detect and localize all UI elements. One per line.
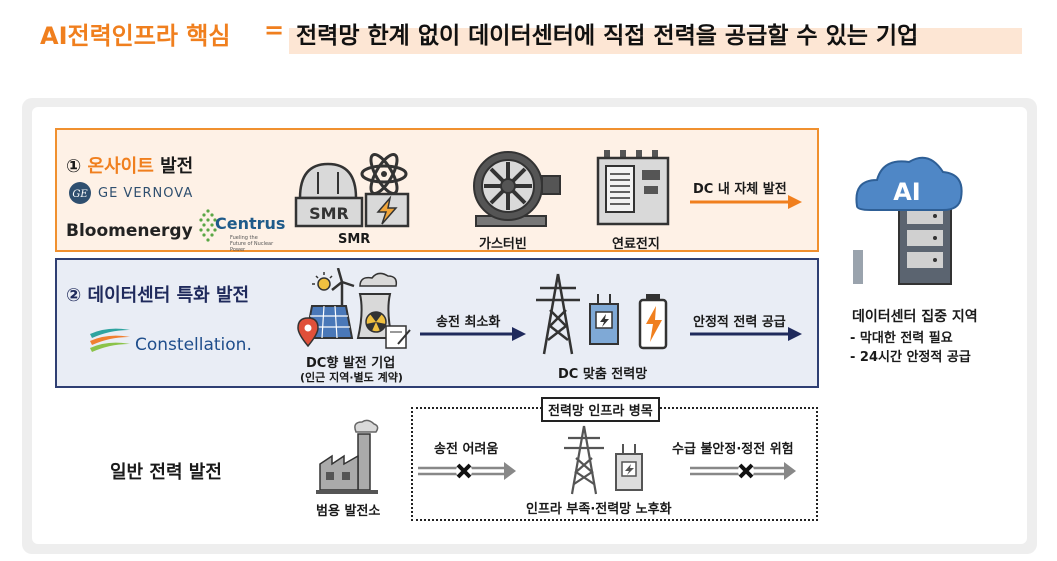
grid-bottleneck-tag: 전력망 인프라 병목 xyxy=(541,397,660,422)
onsite-arrow-icon xyxy=(690,195,802,209)
stable-supply-label: 안정적 전력 공급 xyxy=(693,315,786,330)
ai-datacenter-icon: AI xyxy=(853,156,963,285)
datacenter-bullet-2: - 24시간 안정적 공급 xyxy=(850,350,971,365)
fuel-cell-label: 연료전지 xyxy=(612,237,660,252)
supply-instability-label: 수급 불안정·정전 위험 xyxy=(672,442,794,457)
smr-icon-text: SMR xyxy=(309,204,349,223)
section1-number: ① xyxy=(66,156,82,177)
datacenter-bullet-1: - 막대한 전력 필요 xyxy=(850,331,953,346)
power-plant-icon xyxy=(316,419,379,494)
gas-turbine-label: 가스터빈 xyxy=(479,237,527,252)
section2-title: ② 데이터센터 특화 발전 xyxy=(66,285,250,306)
dc-generation-company-sublabel: (인근 지역·별도 계약) xyxy=(300,371,403,384)
infra-shortage-label: 인프라 부족·전력망 노후화 xyxy=(526,502,672,517)
power-plant-label: 범용 발전소 xyxy=(316,504,381,519)
transmission-difficulty-label: 송전 어려움 xyxy=(434,442,499,457)
dc-generation-company-icon xyxy=(297,268,411,349)
smr-label: SMR xyxy=(338,232,371,247)
transmission-minimize-label: 송전 최소화 xyxy=(436,315,501,330)
gas-turbine-icon xyxy=(473,151,561,227)
onsite-generation-box xyxy=(55,128,819,252)
ge-logo-icon: GE xyxy=(69,182,91,204)
ai-icon-text: AI xyxy=(893,178,921,206)
title-keyword: AI전력인프라 핵심 xyxy=(40,22,231,50)
blocked-supply-arrow-icon xyxy=(690,462,796,480)
svg-text:GE: GE xyxy=(72,189,88,200)
smr-reactor-icon: SMR xyxy=(294,153,410,228)
title-highlight-bar xyxy=(289,28,1022,54)
centrus-label: Centrus xyxy=(215,214,286,233)
onsite-arrow-label: DC 내 자체 발전 xyxy=(693,182,787,197)
datacenter-generation-box xyxy=(55,258,819,388)
section1-rest: 발전 xyxy=(160,156,194,177)
section3-title: 일반 전력 발전 xyxy=(110,462,222,483)
dc-grid-icon xyxy=(536,273,668,355)
datacenter-title: 데이터센터 집중 지역 xyxy=(852,309,978,325)
aging-grid-icon xyxy=(564,425,643,495)
section1-title: ① 온사이트 발전 xyxy=(66,152,193,178)
transmission-arrow-icon xyxy=(420,327,526,341)
dc-generation-company-label: DC향 발전 기업 xyxy=(306,356,396,371)
stable-supply-arrow-icon xyxy=(690,327,802,341)
section1-highlight: 온사이트 xyxy=(87,156,154,177)
fuel-cell-icon xyxy=(596,150,670,226)
constellation-label: Constellation. xyxy=(135,335,252,355)
title-equals: = xyxy=(264,16,285,44)
title-description: 전력망 한계 없이 데이터센터에 직접 전력을 공급할 수 있는 기업 xyxy=(296,23,919,49)
constellation-logo-icon xyxy=(90,328,130,352)
bloomenergy-label: Bloomenergy xyxy=(66,221,193,241)
centrus-dots-icon xyxy=(199,209,217,242)
centrus-tagline: Fueling the Future of Nuclear Power xyxy=(230,235,274,253)
dc-grid-label: DC 맞춤 전력망 xyxy=(558,367,648,382)
blocked-transmission-arrow-icon xyxy=(418,462,516,480)
ge-vernova-label: GE VERNOVA xyxy=(98,186,194,201)
